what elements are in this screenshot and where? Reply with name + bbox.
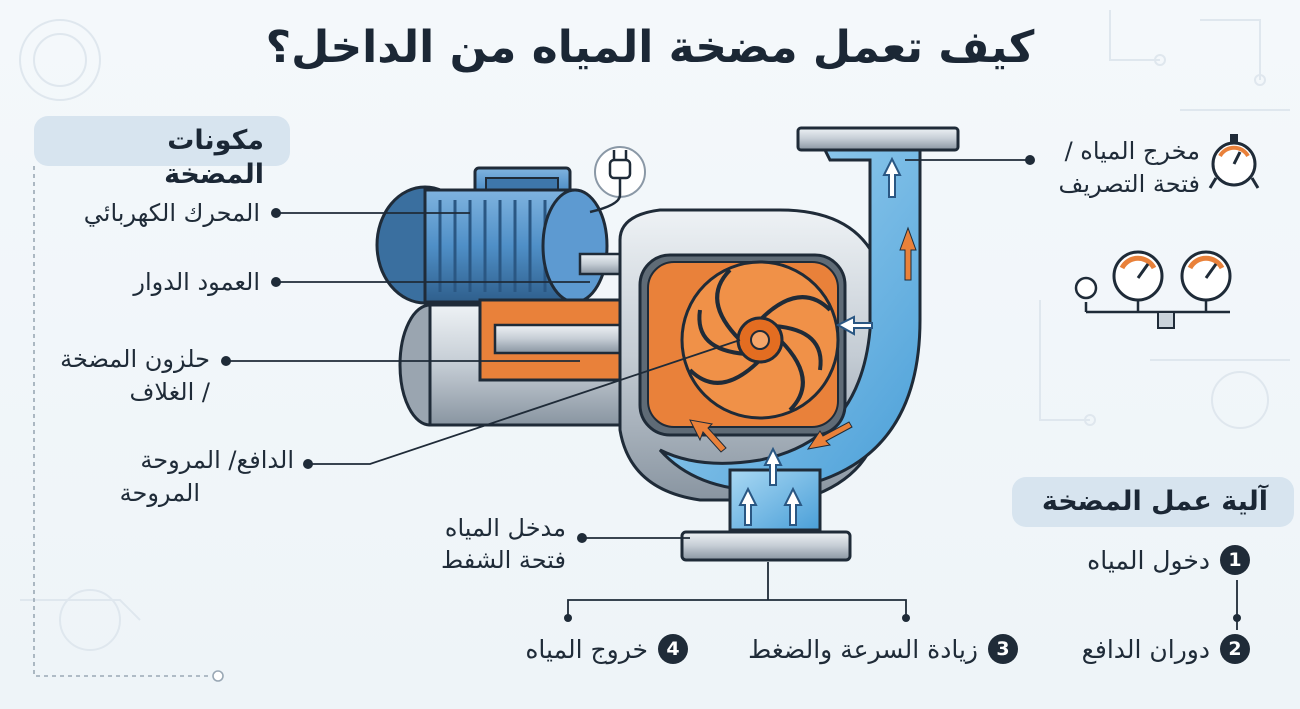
label-water-outlet-line1: مخرج المياه / [1064, 137, 1200, 165]
step-number-badge: 1 [1220, 545, 1250, 575]
step-label: خروج المياه [525, 634, 648, 664]
pressure-gauge-icon [1208, 134, 1260, 189]
mechanism-heading: آلية عمل المضخة [1012, 477, 1294, 527]
mechanism-step-4: 4 خروج المياه [525, 634, 688, 664]
label-pump-casing-line2: / الغلاف [129, 378, 210, 406]
label-water-outlet-line2: فتحة التصريف [1058, 170, 1200, 198]
label-impeller-line2: المروحة [119, 479, 200, 507]
mechanism-step-2: 2 دوران الدافع [1082, 634, 1250, 664]
step-label: دوران الدافع [1081, 634, 1210, 664]
label-pump-casing-line1: حلزون المضخة [60, 345, 210, 373]
leader-dots [221, 155, 1241, 622]
components-frame [33, 166, 212, 677]
label-water-inlet-line1: مدخل المياه [444, 514, 566, 542]
pump-casing-cylinder [398, 298, 652, 427]
plug-icon [589, 146, 646, 214]
gauge-panel-icon [1074, 250, 1232, 329]
flow-arrows-orange [689, 226, 917, 453]
components-heading: مكونات المضخة [34, 116, 290, 190]
mechanism-step-1: 1 دخول المياه [1087, 545, 1250, 575]
step-number-badge: 3 [988, 634, 1018, 664]
step-label: زيادة السرعة والضغط [748, 634, 978, 664]
label-water-inlet-line2: فتحة الشفط [440, 546, 566, 574]
impeller [680, 260, 840, 420]
label-impeller-line1: الدافع/ المروحة [140, 446, 294, 474]
step-number-badge: 4 [658, 634, 688, 664]
label-rotating-shaft: العمود الدوار [133, 268, 260, 296]
page-title: كيف تعمل مضخة المياه من الداخل؟ [265, 22, 1035, 73]
mechanism-step-3: 3 زيادة السرعة والضغط [748, 634, 1018, 664]
label-electric-motor: المحرك الكهربائي [83, 199, 260, 227]
step-number-badge: 2 [1220, 634, 1250, 664]
leader-lines [226, 159, 1238, 630]
flow-arrows-white [738, 156, 902, 526]
step-label: دخول المياه [1087, 545, 1210, 575]
frame-end-dot [212, 670, 224, 682]
electric-motor [375, 166, 609, 305]
